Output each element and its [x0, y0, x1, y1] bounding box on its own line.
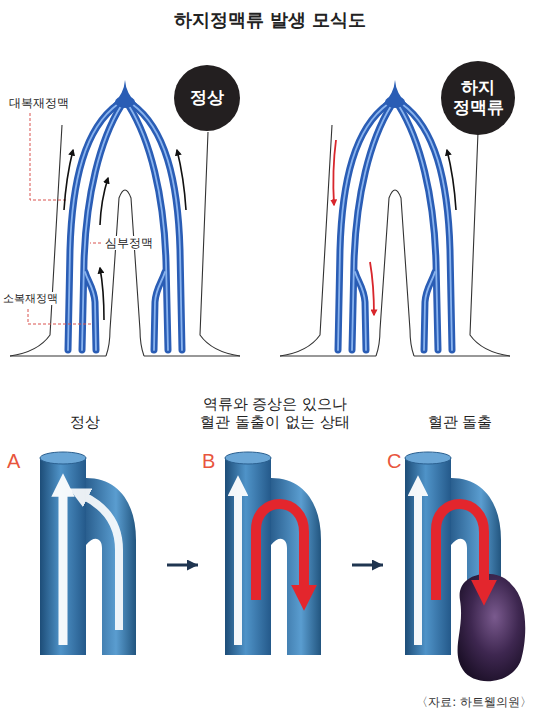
flow-arrow [167, 564, 198, 567]
badge-text: 정상 [190, 88, 224, 108]
flow-arrow [352, 564, 383, 567]
panel-letter: A [7, 450, 20, 473]
stage-panel: 정상 A [5, 380, 165, 680]
anatomy-label: 심부정맥 [104, 236, 154, 250]
panel-heading: 정상 [5, 413, 165, 432]
status-badge: 하지 정맥류 [441, 61, 515, 135]
source-caption: 〈자료: 하트웰의원〉 [416, 694, 532, 711]
panel-heading: 역류와 증상은 있으나 혈관 돌출이 없는 상태 [195, 395, 355, 433]
panel-heading: 혈관 돌출 [380, 413, 540, 432]
status-badge: 정상 [174, 65, 240, 131]
flow-arrows [64, 150, 186, 320]
vein-reflux [225, 452, 321, 655]
badge-text: 하지 정맥류 [449, 78, 507, 117]
vein-normal [40, 452, 136, 655]
panel-letter: B [202, 450, 215, 473]
vein-bulge [405, 452, 525, 681]
reflux-arrows [333, 140, 456, 315]
anatomy-label: 소복재정맥 [2, 292, 59, 305]
stage-panel: 역류와 증상은 있으나 혈관 돌출이 없는 상태B [200, 380, 350, 680]
diagram-title: 하지정맥류 발생 모식도 [0, 8, 540, 32]
panel-letter: C [387, 450, 401, 473]
anatomy-label: 대복재정맥 [8, 96, 70, 110]
stage-panel: 혈관 돌출C [385, 380, 535, 680]
